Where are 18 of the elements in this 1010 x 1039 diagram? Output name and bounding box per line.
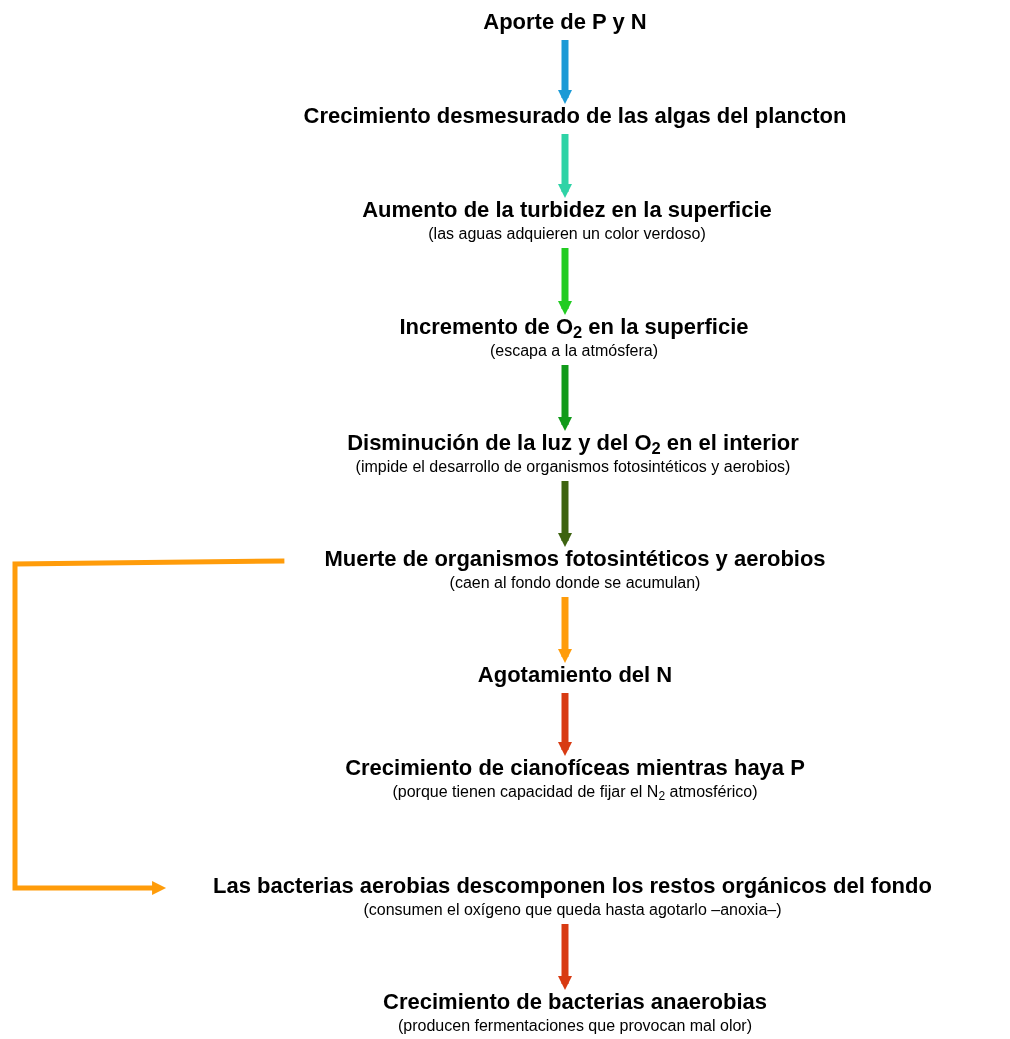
step-title: Disminución de la luz y del O$_{2}$ en el interior (347, 429, 799, 457)
step-title: Las bacterias aerobias descomponen los restos orgánicos del fondo (213, 872, 932, 900)
step-note: (escapa a la atmósfera) (489, 341, 659, 361)
step-title: Crecimiento de bacterias anaerobias (383, 988, 767, 1016)
step-title: Muerte de organismos fotosintéticos y aerobios (324, 545, 826, 573)
step-title: Crecimiento desmesurado de las algas del plancton (303, 102, 847, 130)
step-title: Incremento de O$_{2}$ en la superficie (399, 313, 749, 341)
arrow (12, 558, 285, 895)
step-note: (producen fermentaciones que provocan mal olor) (398, 1016, 752, 1036)
step-title: Aumento de la turbidez en la superficie (362, 196, 772, 224)
step-note: (consumen el oxígeno que queda hasta agotarlo –anoxia–) (363, 900, 782, 920)
step-note: (caen al fondo donde se acumulan) (449, 573, 701, 593)
step-note: (impide el desarrollo de organismos fotosintéticos y aerobios) (355, 457, 791, 477)
step-title: Aporte de P y N (483, 8, 647, 36)
step-title: Crecimiento de cianofíceas mientras haya P (345, 754, 805, 782)
step-note: (porque tienen capacidad de fijar el N$_{2}$ atmosférico) (392, 782, 758, 802)
step-note: (las aguas adquieren un color verdoso) (428, 224, 706, 244)
step-title: Agotamiento del N (477, 661, 673, 689)
